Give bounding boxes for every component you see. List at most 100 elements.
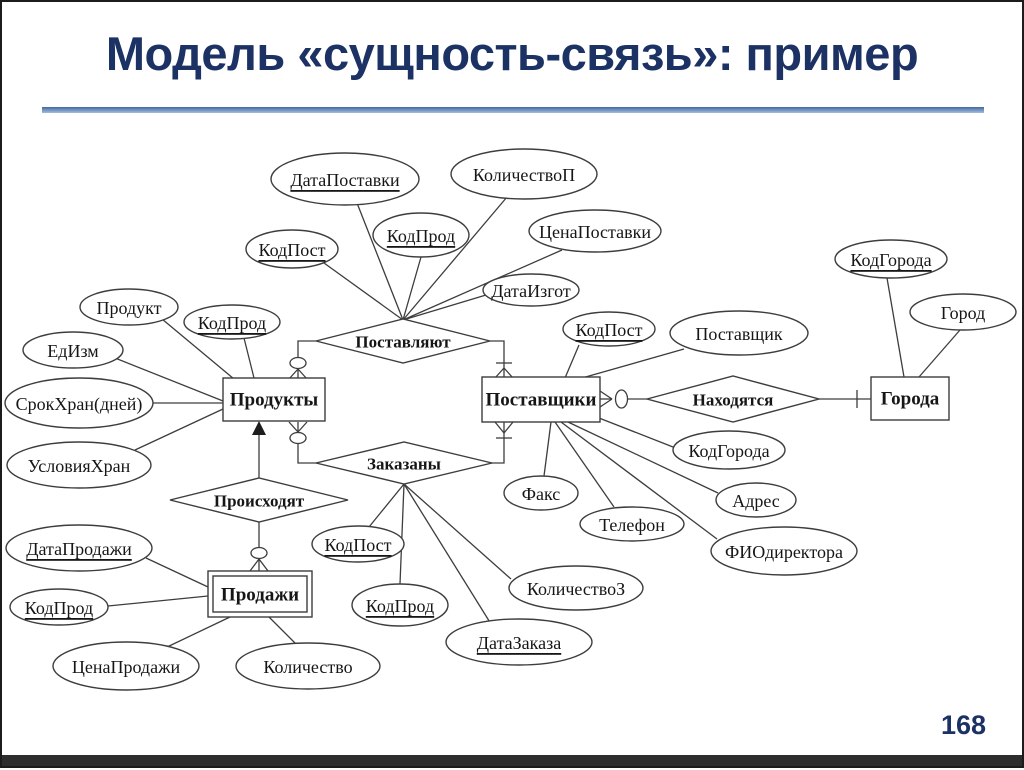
attribute-label: КодПрод — [198, 313, 266, 333]
attribute-kod-post-ordered: КодПост — [311, 525, 405, 563]
relationship-located: Находятся — [644, 375, 822, 423]
relationship-occur: Происходят — [169, 477, 349, 523]
arrow-up-icon — [252, 421, 266, 435]
attribute-label: КодГорода — [850, 250, 931, 270]
entity-products: Продукты — [222, 377, 326, 422]
attribute-label: Продукт — [96, 298, 161, 318]
attribute-postavshchik: Поставщик — [669, 310, 809, 356]
optional-circle — [250, 546, 268, 560]
bottom-edge-bar — [2, 755, 1022, 766]
entity-suppliers: Поставщики — [481, 376, 601, 423]
attribute-label: КодПост — [575, 320, 642, 340]
title-underline-rule — [42, 107, 984, 113]
attribute-label: Телефон — [599, 515, 665, 535]
attribute-faks: Факс — [503, 475, 579, 511]
connector-suppliers-ordered — [491, 421, 514, 464]
attribute-label: ДатаПоставки — [290, 170, 400, 190]
links-sales-attributes — [107, 557, 298, 649]
attribute-data-prodazhi: ДатаПродажи — [5, 524, 153, 572]
attribute-label: ДатаЗаказа — [477, 633, 561, 653]
entity-label: Продажи — [221, 585, 299, 606]
relationship-ordered: Заказаны — [315, 441, 493, 485]
attribute-label: Город — [941, 303, 985, 323]
attribute-label: Адрес — [732, 491, 780, 511]
attribute-label: Факс — [522, 484, 561, 504]
attribute-label: КодПрод — [387, 226, 455, 246]
crowsfoot-icon — [494, 421, 514, 434]
links-ordered-attributes — [368, 483, 512, 625]
attribute-label: Поставщик — [695, 324, 783, 344]
attribute-kod-prod-products: КодПрод — [183, 304, 281, 340]
entity-label: Города — [881, 389, 940, 410]
attribute-kolichestvo-z: КоличествоЗ — [508, 565, 644, 611]
entity-sales-weak: Продажи — [207, 570, 313, 618]
attribute-label: ДатаИзгот — [491, 281, 571, 301]
attribute-kod-goroda-cities: КодГорода — [834, 239, 948, 279]
connector-products-supply — [288, 340, 316, 380]
attribute-data-postavki: ДатаПоставки — [270, 152, 420, 206]
attribute-kod-post-suppliers: КодПост — [562, 311, 656, 347]
attribute-kod-goroda-suppliers: КодГорода — [672, 430, 786, 470]
entity-cities: Города — [870, 376, 950, 421]
attribute-adres: Адрес — [715, 482, 797, 518]
attribute-data-zakaza: ДатаЗаказа — [445, 618, 593, 666]
attribute-gorod: Город — [909, 293, 1017, 331]
crowsfoot-icon — [599, 390, 613, 408]
attribute-label: ДатаПродажи — [26, 539, 132, 559]
attribute-produkt: Продукт — [79, 288, 179, 326]
attribute-label: КодГорода — [688, 441, 769, 461]
attribute-label: КодПрод — [366, 596, 434, 616]
attribute-label: КоличествоП — [473, 165, 575, 185]
attribute-telefon: Телефон — [579, 506, 685, 542]
attribute-kod-prod-supply: КодПрод — [372, 212, 470, 258]
connector-suppliers-located — [599, 389, 647, 409]
optional-circle — [289, 356, 307, 370]
attribute-label: КодПост — [324, 535, 391, 555]
relationship-supply: Поставляют — [315, 318, 491, 364]
attribute-kod-prod-ordered: КодПрод — [351, 583, 449, 627]
attribute-label: ЦенаПродажи — [72, 657, 181, 677]
attribute-kolichestvo: Количество — [235, 642, 381, 690]
relationship-label: Поставляют — [355, 333, 451, 352]
entity-label: Продукты — [230, 390, 319, 411]
slide-title: Модель «сущность-связь»: пример — [105, 27, 919, 80]
links-products-attributes — [114, 318, 255, 451]
relationship-label: Находятся — [693, 391, 774, 410]
attribute-label: ФИОдиректора — [725, 542, 843, 562]
attribute-label: КодПост — [258, 240, 325, 260]
attribute-kod-prod-sales: КодПрод — [9, 588, 109, 626]
connector-suppliers-supply — [490, 340, 514, 379]
links-suppliers-attributes — [543, 344, 719, 540]
attribute-usloviya-hran: УсловияХран — [6, 441, 152, 489]
links-supply-attributes — [323, 196, 563, 321]
attribute-cena-prodazhi: ЦенаПродажи — [52, 641, 200, 691]
relationship-label: Заказаны — [367, 455, 441, 474]
attribute-label: СрокХран(дней) — [16, 394, 143, 415]
relationship-label: Происходят — [214, 492, 305, 511]
connector-products-ordered — [288, 421, 317, 464]
attribute-kolichestvo-p: КоличествоП — [450, 148, 598, 200]
attribute-label: ЦенаПоставки — [539, 222, 651, 242]
attribute-kod-post-supply: КодПост — [245, 229, 339, 269]
crowsfoot-icon — [288, 421, 308, 433]
links-cities-attributes — [886, 277, 961, 378]
connector-cities-located — [819, 390, 871, 408]
attribute-label: ЕдИзм — [47, 341, 98, 361]
attribute-ed-izm: ЕдИзм — [22, 331, 124, 369]
attribute-label: КоличествоЗ — [527, 579, 625, 599]
attribute-cena-postavki: ЦенаПоставки — [528, 209, 662, 253]
attribute-label: УсловияХран — [28, 456, 131, 476]
optional-circle — [289, 431, 307, 445]
crowsfoot-icon — [249, 558, 269, 572]
connector-sales-occur — [249, 522, 269, 572]
attribute-srok-hran: СрокХран(дней) — [4, 377, 154, 429]
attribute-data-izgot: ДатаИзгот — [482, 273, 580, 307]
entity-label: Поставщики — [486, 390, 597, 411]
attribute-label: Количество — [263, 657, 352, 677]
connector-products-occur — [252, 421, 266, 478]
page-number: 168 — [940, 710, 986, 740]
attribute-fio-direktora: ФИОдиректора — [710, 526, 858, 576]
attribute-label: КодПрод — [25, 598, 93, 618]
